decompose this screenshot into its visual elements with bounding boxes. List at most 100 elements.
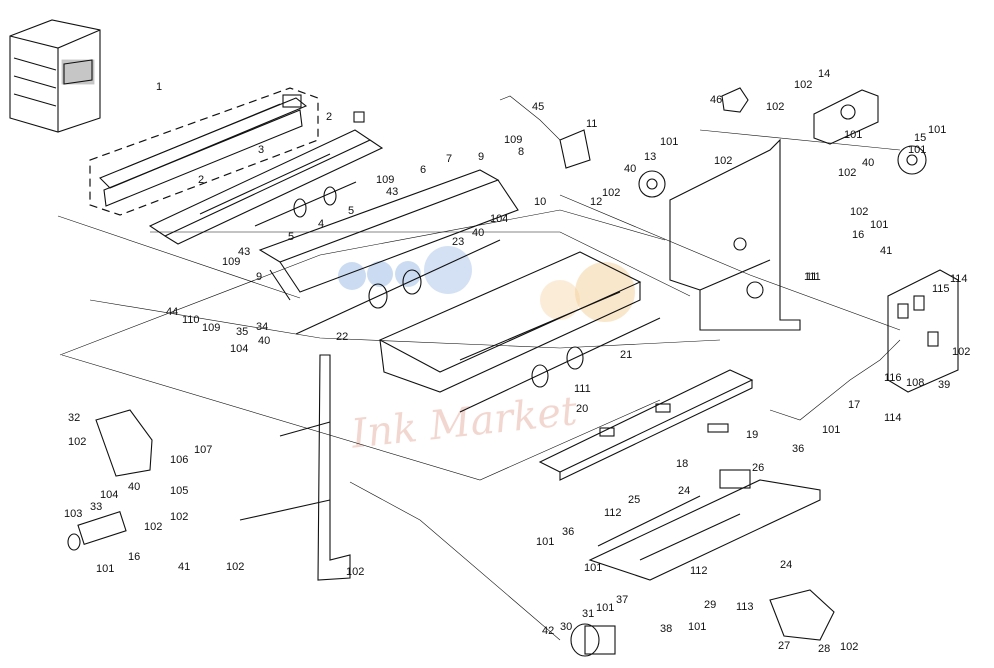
transport-roller	[459, 317, 661, 413]
watermark-dot	[367, 261, 393, 287]
callout-label: 27	[778, 640, 790, 652]
callout-label: 25	[628, 494, 640, 506]
callout-label: 113	[736, 601, 754, 613]
right-side-frame	[669, 138, 801, 331]
cable-17	[769, 339, 901, 421]
callout-label: 36	[792, 443, 804, 455]
callout-label: 17	[848, 399, 860, 411]
callout-label: 102	[794, 79, 812, 91]
watermark-dot	[575, 262, 635, 322]
callout-label: 19	[746, 429, 758, 441]
callout-label: 9	[256, 271, 262, 283]
watermark-dot	[424, 246, 472, 294]
upper-guide-plate	[258, 169, 519, 301]
callout-label: 28	[818, 643, 830, 655]
callout-label: 101	[908, 144, 926, 156]
callout-label: 40	[472, 227, 484, 239]
callout-label: 112	[690, 565, 708, 577]
motor-33	[67, 510, 127, 551]
sensor-46	[721, 87, 749, 113]
callout-label: 21	[620, 349, 632, 361]
drive-gears	[638, 145, 927, 198]
callout-label: 46	[710, 94, 722, 106]
callout-label: 111	[804, 271, 821, 283]
callout-label: 15	[914, 132, 926, 144]
callout-label: 102	[602, 187, 620, 199]
callout-label: 34	[256, 321, 268, 333]
callout-label: 3	[258, 144, 264, 156]
callout-label: 11	[806, 271, 817, 283]
callout-label: 2	[198, 174, 204, 186]
callout-label: 8	[518, 146, 524, 158]
callout-label: 102	[840, 641, 858, 653]
callout-label: 104	[490, 213, 508, 225]
callout-label: 30	[560, 621, 572, 633]
callout-label: 16	[128, 551, 140, 563]
callout-label: 10	[534, 196, 546, 208]
reflector-rail	[148, 111, 384, 245]
callout-label: 101	[584, 562, 602, 574]
assembly-outline	[57, 129, 901, 641]
callout-label: 42	[542, 625, 554, 637]
callout-label: 101	[96, 563, 114, 575]
callout-label: 115	[932, 283, 950, 295]
callout-label: 102	[714, 155, 732, 167]
callout-label: 36	[562, 526, 574, 538]
callout-label: 101	[536, 536, 554, 548]
feed-roller-shaft	[254, 181, 357, 227]
control-board	[887, 269, 959, 393]
callout-label: 102	[952, 346, 970, 358]
callout-label: 104	[100, 489, 118, 501]
callout-label: 29	[704, 599, 716, 611]
callout-label: 109	[202, 322, 220, 334]
watermark-dot	[395, 261, 421, 287]
callout-label: 40	[258, 335, 270, 347]
callout-label: 38	[660, 623, 672, 635]
callout-label: 43	[238, 246, 250, 258]
callout-label: 102	[850, 206, 868, 218]
callout-label: 45	[532, 101, 544, 113]
callout-label: 39	[938, 379, 950, 391]
callout-label: 40	[128, 481, 140, 493]
callout-label: 105	[170, 485, 188, 497]
motor-30	[570, 623, 616, 657]
callout-label: 109	[504, 134, 522, 146]
callout-label: 14	[818, 68, 830, 80]
callout-label: 37	[616, 594, 628, 606]
callout-label: 102	[170, 511, 188, 523]
callout-label: 101	[822, 424, 840, 436]
callout-label: 102	[226, 561, 244, 573]
callout-label: 7	[446, 153, 452, 165]
watermark-dot	[338, 262, 366, 290]
watermark-text: Ink Market	[348, 388, 580, 458]
callout-label: 31	[582, 608, 594, 620]
bracket-11	[559, 129, 591, 169]
registration-roller	[295, 239, 501, 335]
callout-label: 4	[318, 218, 324, 230]
exposure-lamp-group-outline	[89, 87, 319, 216]
callout-label: 109	[376, 174, 394, 186]
callout-label: 111	[574, 383, 591, 395]
callout-labels: 1 2 2 3 4 5 5 6 7 8 9 9 10 11 11 12 13 1…	[64, 68, 970, 655]
lower-feed-assembly	[588, 469, 821, 581]
callout-label: 20	[576, 403, 588, 415]
callout-label: 12	[590, 196, 602, 208]
callout-label: 116	[884, 372, 902, 384]
callout-label: 1	[156, 81, 162, 93]
callout-label: 114	[884, 412, 902, 424]
exposure-lamp-assembly	[99, 94, 308, 207]
callout-label: 23	[452, 236, 464, 248]
callout-label: 107	[194, 444, 212, 456]
callout-label: 101	[596, 602, 614, 614]
watermark-dot	[540, 280, 580, 320]
callout-label: 40	[624, 163, 636, 175]
callout-label: 102	[766, 101, 784, 113]
callout-label: 33	[90, 501, 102, 513]
lower-guide-frame	[378, 251, 642, 393]
bracket-27-28	[769, 589, 835, 641]
callout-label: 11	[586, 118, 597, 130]
callout-label: 102	[346, 566, 364, 578]
callout-label: 114	[950, 273, 968, 285]
callout-label: 112	[604, 507, 622, 519]
callout-label: 104	[230, 343, 248, 355]
